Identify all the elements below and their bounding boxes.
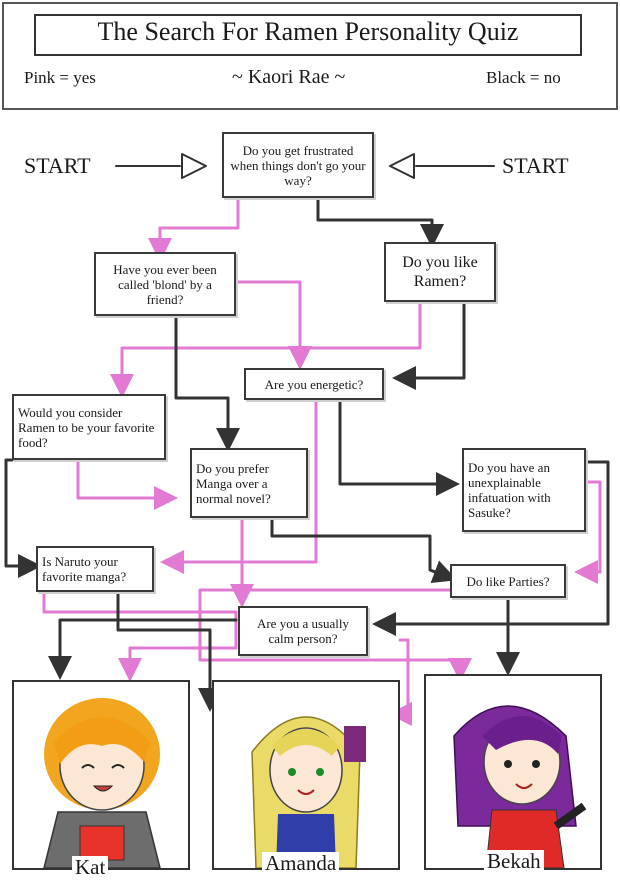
question-like-ramen: Do you like Ramen?	[384, 242, 496, 302]
author-credit: ~ Kaori Rae ~	[232, 66, 346, 88]
legend-yes: Pink = yes	[24, 68, 96, 87]
arrow-yes-calm	[388, 638, 412, 726]
arrow-no-frustrated	[316, 196, 444, 248]
start-right-arrowhead	[389, 153, 415, 179]
question-blond: Have you ever been called 'blond' by a f…	[94, 252, 236, 316]
arrow-yes-naruto	[42, 590, 238, 682]
arrow-yes-parties	[198, 588, 472, 682]
result-name-amanda: Amanda	[262, 852, 340, 874]
question-parties: Do like Parties?	[450, 564, 566, 598]
bekah-portrait-drawing	[453, 705, 587, 868]
legend-no: Black = no	[486, 68, 561, 87]
amanda-portrait-drawing	[251, 716, 366, 868]
question-naruto: Is Naruto your favorite manga?	[36, 546, 154, 592]
start-label-right: START	[502, 153, 569, 178]
arrow-yes-frustrated	[148, 196, 240, 262]
start-left-arrowhead	[181, 153, 207, 179]
arrow-no-like-ramen	[392, 300, 466, 390]
arrow-yes-energetic	[160, 400, 318, 574]
arrow-yes-blond	[234, 280, 312, 370]
question-manga: Do you prefer Manga over a normal novel?	[190, 448, 308, 518]
question-sasuke: Do you have an unexplainable infatuation…	[462, 448, 586, 532]
result-panel-bekah	[424, 674, 602, 870]
question-calm: Are you a usually calm person?	[238, 606, 368, 656]
kat-portrait-drawing	[43, 698, 161, 868]
arrow-no-energetic	[338, 398, 460, 496]
result-panel-kat	[12, 680, 190, 870]
result-panel-amanda	[212, 680, 400, 870]
question-energetic: Are you energetic?	[244, 368, 384, 400]
result-name-kat: Kat	[72, 856, 109, 878]
arrow-no-sasuke	[372, 460, 610, 636]
arrow-yes-sasuke	[574, 480, 602, 584]
arrow-yes-favorite-food	[76, 458, 178, 510]
arrow-no-blond	[174, 314, 240, 452]
title-box	[34, 14, 582, 56]
arrow-no-naruto	[116, 590, 222, 712]
question-frustrated: Do you get frustrated when things don't …	[222, 132, 374, 198]
arrow-no-favorite-food	[4, 458, 42, 578]
start-label-left: START	[24, 153, 91, 178]
arrow-no-manga	[270, 516, 458, 584]
result-name-bekah: Bekah	[484, 850, 544, 872]
arrow-yes-like-ramen	[110, 300, 422, 398]
question-favorite-food: Would you consider Ramen to be your favo…	[12, 394, 166, 460]
arrow-no-calm	[48, 618, 238, 680]
quiz-title: The Search For Ramen Personality Quiz	[97, 17, 519, 46]
